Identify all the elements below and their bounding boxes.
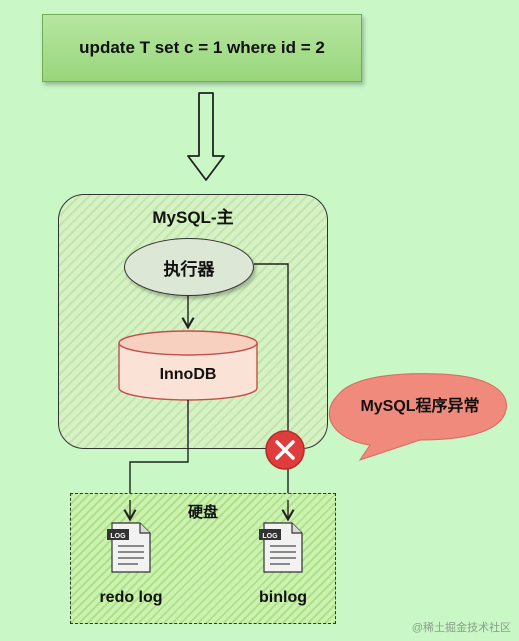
watermark: @稀土掘金技术社区	[411, 622, 511, 634]
redo-log-label: redo log	[99, 589, 163, 606]
binlog-label: binlog	[259, 589, 307, 606]
disk-title: 硬盘	[187, 504, 218, 521]
executor-label: 执行器	[163, 259, 215, 279]
sql-statement-box: update T set c = 1 where id = 2	[42, 14, 362, 82]
innodb-to-redolog-arrow	[130, 400, 189, 518]
error-cross-icon	[265, 430, 305, 470]
innodb-label: InnoDB	[159, 366, 217, 383]
executor-to-binlog-arrow	[254, 263, 288, 518]
executor-node: 执行器	[124, 238, 254, 296]
error-bubble-text: MySQL程序异常	[360, 398, 480, 415]
error-speech-bubble	[328, 373, 507, 461]
sql-statement-text: update T set c = 1 where id = 2	[79, 38, 325, 57]
flow-down-arrow	[187, 92, 225, 181]
innodb-cylinder	[118, 330, 258, 401]
mysql-server-title: MySQL-主	[152, 208, 234, 227]
